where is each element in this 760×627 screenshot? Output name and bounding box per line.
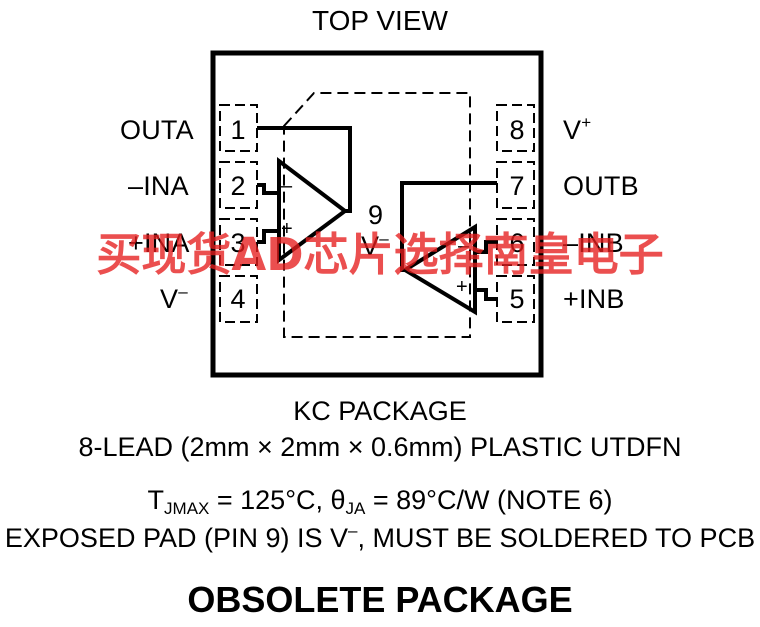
pin-1-name: OUTA — [120, 115, 194, 145]
amp-a-minus-trace — [257, 183, 279, 195]
pin-7-number: 7 — [509, 171, 525, 201]
pin-1-number: 1 — [230, 115, 246, 145]
thermal-specs: TJMAX = 125°C, θJA = 89°C/W (NOTE 6) — [147, 485, 613, 518]
pin-9-name: V– — [361, 229, 389, 261]
amp-b-minus-trace — [475, 240, 497, 254]
page-title: TOP VIEW — [312, 5, 448, 36]
pin-pad-4 — [219, 275, 258, 323]
pin-pad-8 — [496, 104, 535, 152]
pin-5-number: 5 — [509, 284, 525, 314]
pin-2-name: –INA — [128, 171, 189, 201]
amp-a-minus-label: – — [281, 175, 293, 197]
pin-2-number: 2 — [230, 171, 246, 201]
pin-6-name: –INB — [563, 228, 624, 258]
amp-b-minus-label: – — [458, 235, 470, 257]
pin-7-name: OUTB — [563, 171, 639, 201]
amp-b-plus-trace — [475, 288, 497, 301]
package-body — [210, 50, 544, 378]
amp-a-triangle — [277, 156, 349, 264]
amp-b-output-trace — [400, 181, 497, 272]
pin-4-number: 4 — [230, 284, 246, 314]
package-description: 8-LEAD (2mm × 2mm × 0.6mm) PLASTIC UTDFN — [78, 432, 682, 462]
pin-3-name: +INA — [128, 228, 190, 258]
amp-a-output-trace — [257, 126, 352, 213]
watermark-text: 买现货AD芯片选择南皇电子 — [96, 228, 664, 281]
pin-8-name: V+ — [563, 113, 592, 145]
pin-8-number: 8 — [509, 115, 525, 145]
amp-a-plus-trace — [257, 229, 279, 244]
pin-5-name: +INB — [563, 284, 625, 314]
pin-9-number: 9 — [368, 200, 384, 230]
package-name: KC PACKAGE — [293, 396, 467, 426]
pin-4-name: V– — [160, 282, 188, 314]
amp-b-plus-label: + — [456, 276, 468, 298]
pin-6-number: 6 — [509, 228, 525, 258]
amp-b-triangle — [401, 223, 477, 316]
exposed-pad-outline — [283, 92, 471, 338]
pin-3-number: 3 — [230, 228, 246, 258]
exposed-pad-note: EXPOSED PAD (PIN 9) IS V–, MUST BE SOLDE… — [4, 521, 756, 553]
amp-a-plus-label: + — [281, 218, 293, 240]
obsolete-status: OBSOLETE PACKAGE — [187, 579, 573, 620]
